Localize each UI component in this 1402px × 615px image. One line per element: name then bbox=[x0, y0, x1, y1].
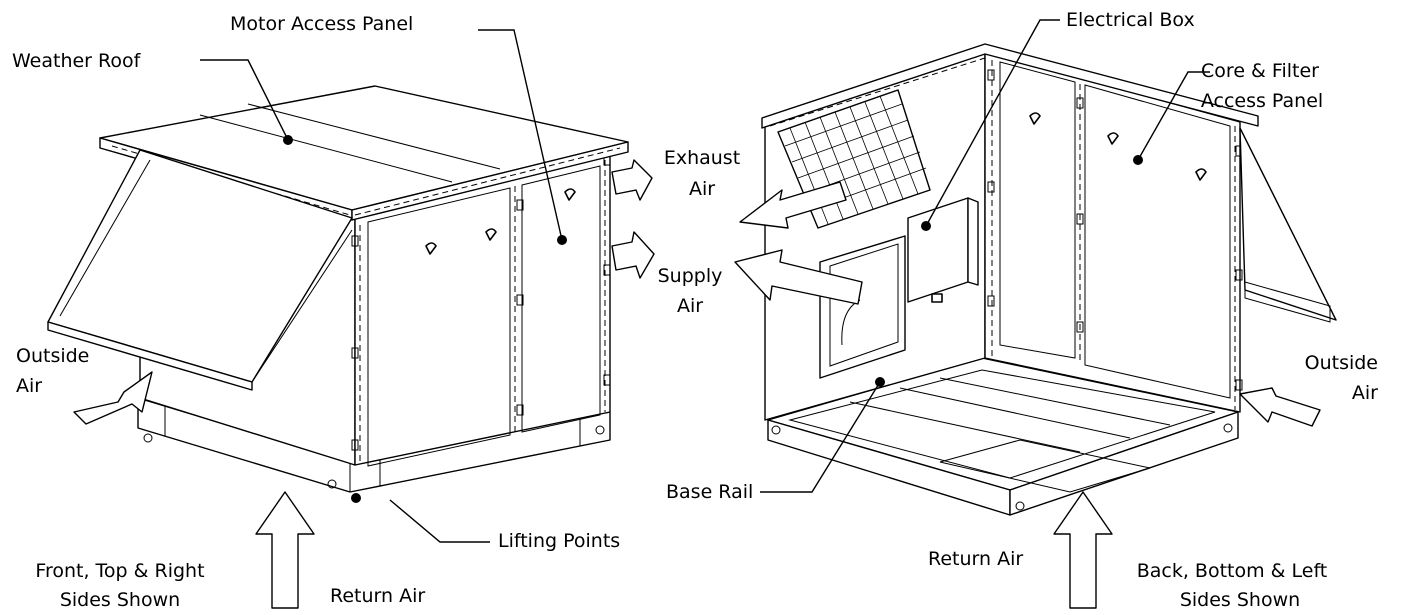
back-caption-line1: Back, Bottom & Left bbox=[1137, 560, 1328, 582]
return-air-right-label: Return Air bbox=[928, 548, 1023, 570]
electrical-box-label: Electrical Box bbox=[1066, 9, 1195, 31]
right-return-air-arrow bbox=[1053, 491, 1113, 609]
left-return-air-arrow bbox=[255, 491, 315, 609]
motor-access-panel-label: Motor Access Panel bbox=[230, 13, 413, 35]
back-caption-line2: Sides Shown bbox=[1180, 589, 1300, 611]
right-outside-air-hood bbox=[1239, 127, 1337, 321]
return-air-left-label: Return Air bbox=[330, 585, 425, 607]
front-caption-line2: Sides Shown bbox=[60, 589, 180, 611]
core-filter-label-line2: Access Panel bbox=[1201, 90, 1323, 112]
right-unit-drawing bbox=[761, 43, 1337, 516]
left-exhaust-arrow bbox=[611, 159, 653, 201]
core-filter-label-line1: Core & Filter bbox=[1201, 60, 1319, 82]
front-caption-line1: Front, Top & Right bbox=[35, 560, 204, 582]
weather-roof-label: Weather Roof bbox=[12, 50, 142, 72]
outside-air-right-line1: Outside bbox=[1305, 352, 1378, 374]
exhaust-label-line1: Exhaust bbox=[664, 147, 740, 169]
right-outside-air-arrow bbox=[1239, 387, 1321, 427]
left-outside-air-arrow bbox=[73, 371, 153, 425]
right-supply-opening bbox=[819, 235, 906, 379]
base-rail-label: Base Rail bbox=[666, 481, 753, 503]
outside-air-left-line1: Outside bbox=[16, 345, 89, 367]
labels: Weather Roof Motor Access Panel Electric… bbox=[12, 9, 1378, 611]
exhaust-label-line2: Air bbox=[689, 178, 715, 200]
left-supply-arrow bbox=[611, 231, 655, 279]
left-unit-drawing bbox=[47, 85, 629, 493]
left-airflow-arrows bbox=[73, 159, 655, 609]
leader-lines bbox=[200, 19, 1210, 543]
lifting-points-label: Lifting Points bbox=[498, 530, 620, 552]
outside-air-right-line2: Air bbox=[1352, 382, 1378, 404]
supply-label-line1: Supply bbox=[658, 265, 723, 287]
supply-label-line2: Air bbox=[677, 295, 703, 317]
outside-air-left-line2: Air bbox=[16, 375, 42, 397]
right-exhaust-arrow bbox=[739, 181, 847, 229]
right-supply-arrow bbox=[734, 249, 863, 305]
right-airflow-arrows bbox=[734, 181, 1321, 609]
